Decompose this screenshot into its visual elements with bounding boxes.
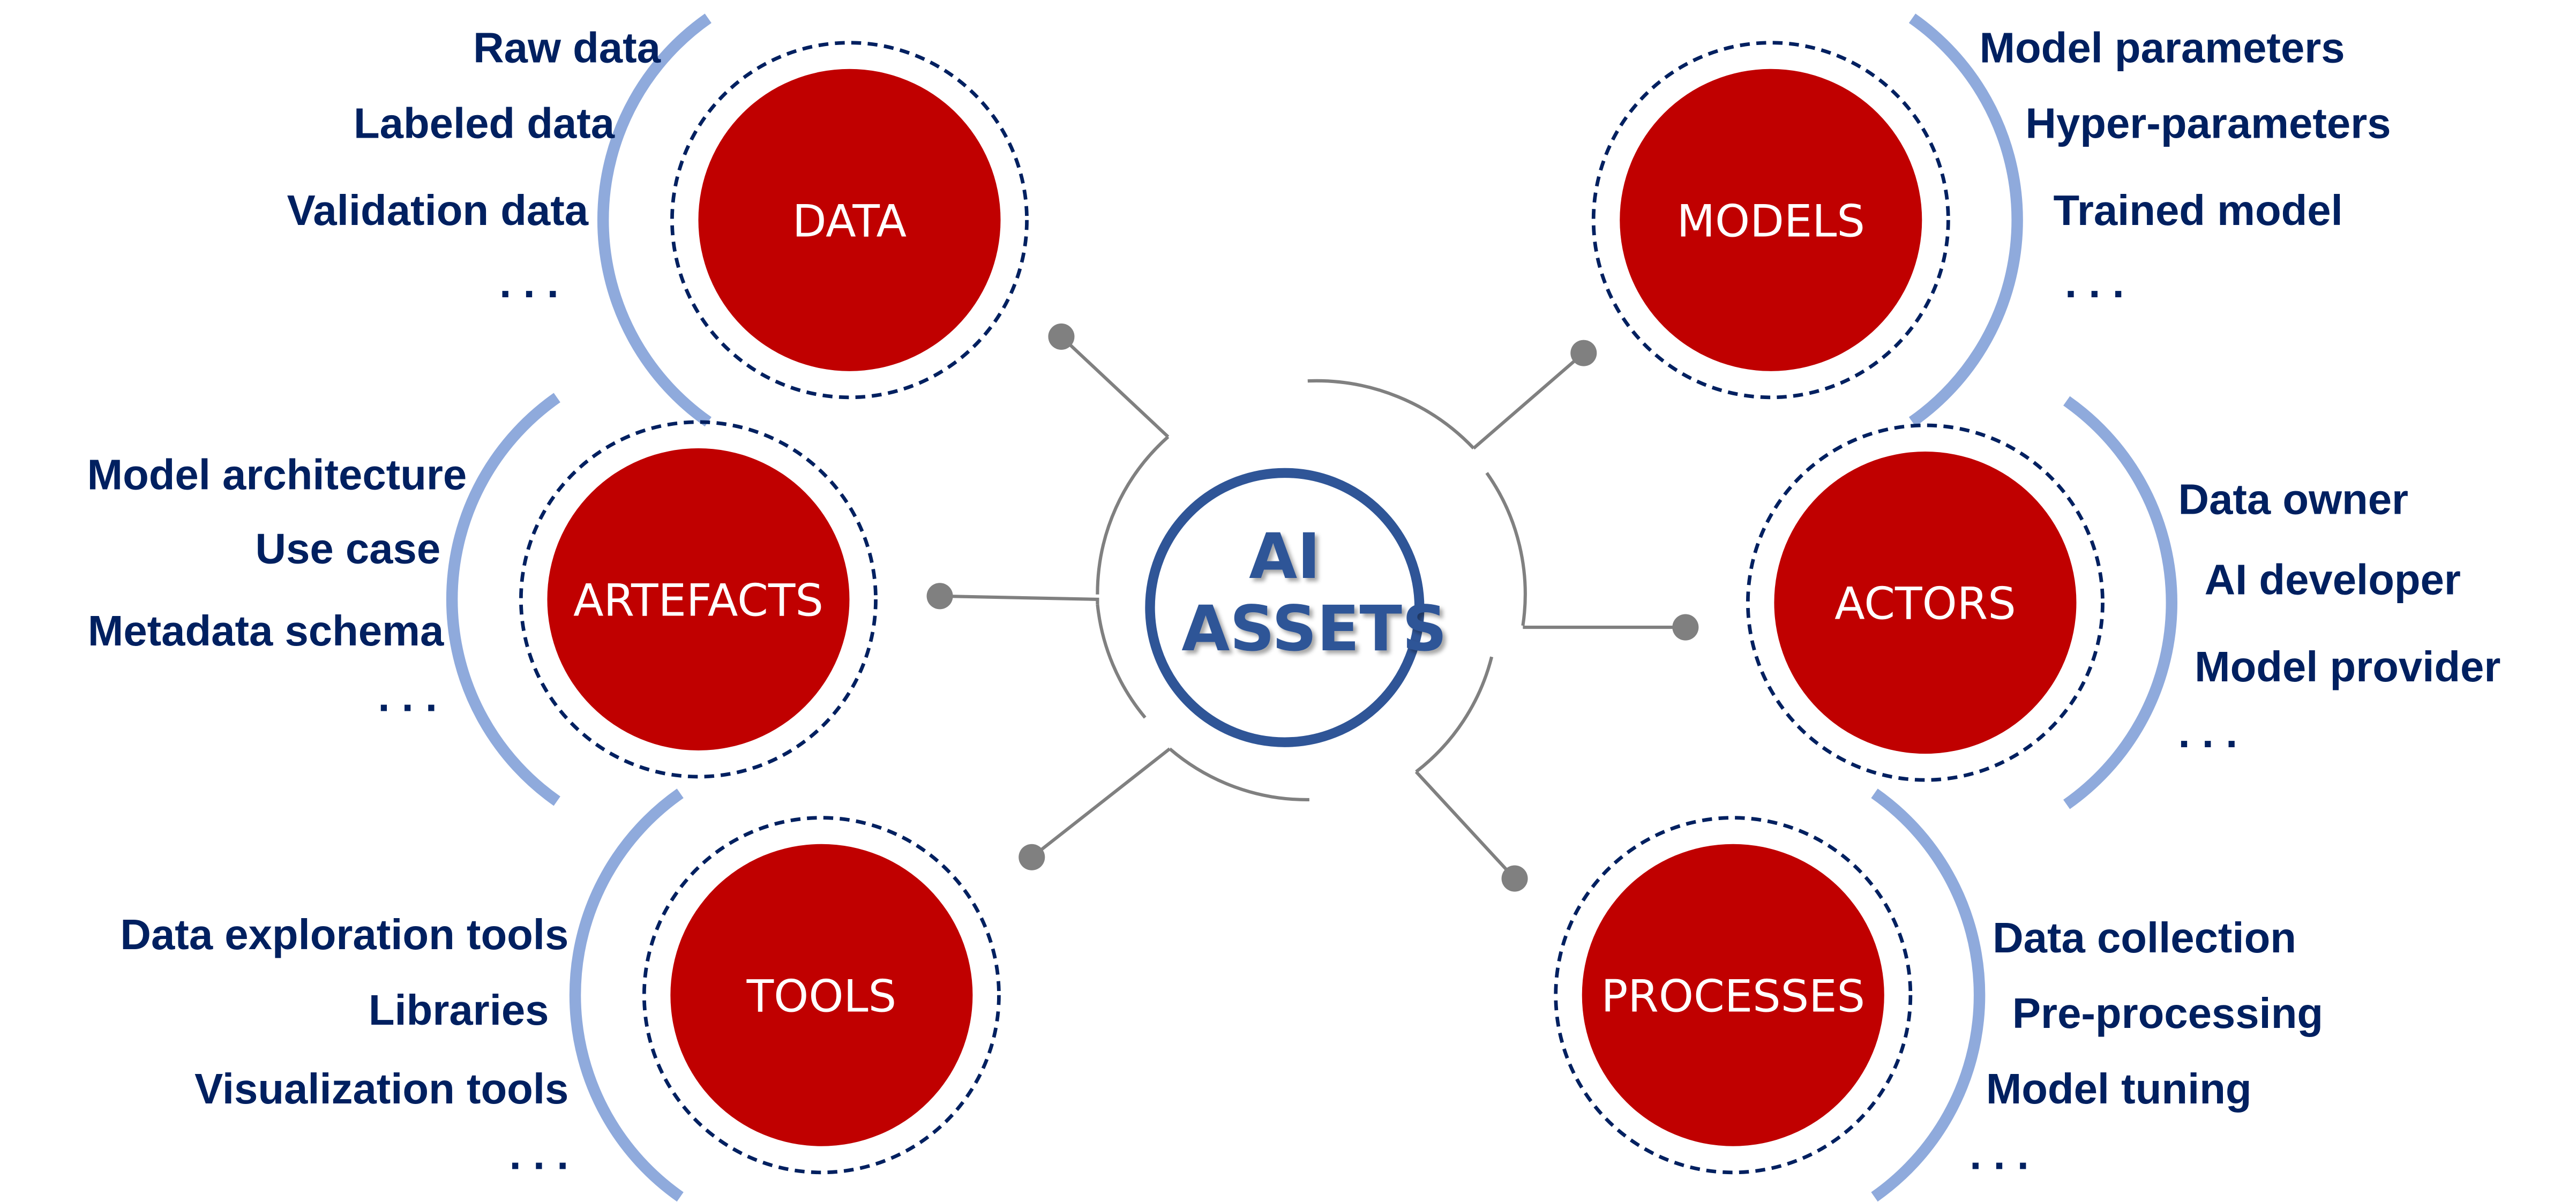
node-item: . . . — [499, 259, 559, 306]
node-tools: TOOLS Data exploration toolsLibrariesVisu… — [120, 788, 1001, 1202]
node-item: Data exploration tools — [120, 911, 568, 958]
node-circle — [670, 844, 973, 1146]
node-item: Validation data — [287, 186, 589, 234]
node-item: Hyper-parameters — [2025, 100, 2391, 147]
node-item: . . . — [2178, 709, 2238, 756]
node-circle — [1582, 844, 1884, 1146]
connector-arc — [1096, 604, 1147, 719]
node-processes: PROCESSES Data collectionPre-processingMo… — [1554, 788, 2323, 1202]
center-title-line1: AI — [1249, 521, 1321, 593]
connector-processes — [1414, 770, 1516, 880]
node-item: Model parameters — [1980, 24, 2345, 71]
accent-arc — [1871, 788, 1986, 1202]
accent-arc — [446, 393, 560, 806]
center-title-line2: ASSETS — [1181, 593, 1447, 665]
connector-dot — [1048, 323, 1075, 350]
dashed-ring — [1554, 816, 1913, 1175]
connector-tools — [1030, 747, 1171, 859]
dashed-ring — [670, 41, 1029, 400]
connector-arc — [1485, 472, 1527, 626]
dashed-ring — [1746, 423, 2105, 782]
center-hub: AI ASSETS — [1145, 468, 1447, 747]
node-label: MODELS — [1677, 195, 1865, 247]
node-item: . . . — [510, 1131, 569, 1178]
connector-arc — [1415, 656, 1494, 773]
accent-arc — [2063, 396, 2178, 809]
node-label: ACTORS — [1834, 578, 2016, 630]
node-circle — [547, 448, 850, 750]
node-label: DATA — [792, 195, 907, 247]
connector-data — [1060, 335, 1170, 438]
connector-dot — [1501, 865, 1528, 892]
connector-dot — [1570, 340, 1597, 366]
accent-arc — [569, 788, 684, 1202]
node-item: . . . — [2065, 259, 2124, 306]
node-circle — [698, 69, 1001, 371]
node-item: Model provider — [2195, 643, 2500, 690]
node-item: Labeled data — [354, 100, 615, 147]
dashed-ring — [642, 816, 1001, 1175]
connector-arc — [1096, 435, 1170, 595]
node-item: Visualization tools — [194, 1065, 568, 1113]
node-label: ARTEFACTS — [573, 575, 823, 627]
dashed-ring — [1591, 41, 1950, 400]
node-models: MODELS Model parametersHyper-parametersTr… — [1591, 13, 2391, 427]
node-label: TOOLS — [746, 970, 897, 1022]
accent-arc — [597, 13, 712, 427]
node-item: Trained model — [2054, 186, 2343, 234]
connector-arc — [1169, 747, 1309, 802]
accent-arc — [1908, 13, 2023, 427]
node-circle — [1620, 69, 1922, 371]
connector-artefacts — [940, 594, 1099, 605]
node-item: Libraries — [369, 986, 549, 1034]
node-item: Data collection — [1993, 914, 2296, 961]
node-item: Raw data — [473, 24, 661, 71]
connectors — [940, 335, 1686, 880]
node-item: Model architecture — [87, 451, 467, 499]
node-item: Model tuning — [1986, 1065, 2252, 1113]
node-item: Metadata schema — [88, 607, 444, 655]
dashed-ring — [519, 420, 878, 779]
connector-models — [1472, 351, 1585, 450]
node-item: AI developer — [2205, 556, 2461, 604]
connector-dot — [1019, 844, 1045, 870]
node-item: . . . — [1970, 1131, 2029, 1178]
node-item: . . . — [378, 672, 437, 720]
node-item: Use case — [256, 524, 441, 572]
connector-dot — [926, 583, 953, 610]
node-item: Data owner — [2178, 476, 2409, 523]
node-item: Pre-processing — [2012, 989, 2323, 1037]
node-label: PROCESSES — [1601, 970, 1865, 1022]
connector-dot — [1672, 614, 1699, 641]
connector-arc — [1307, 379, 1475, 450]
node-circle — [1774, 452, 2077, 754]
